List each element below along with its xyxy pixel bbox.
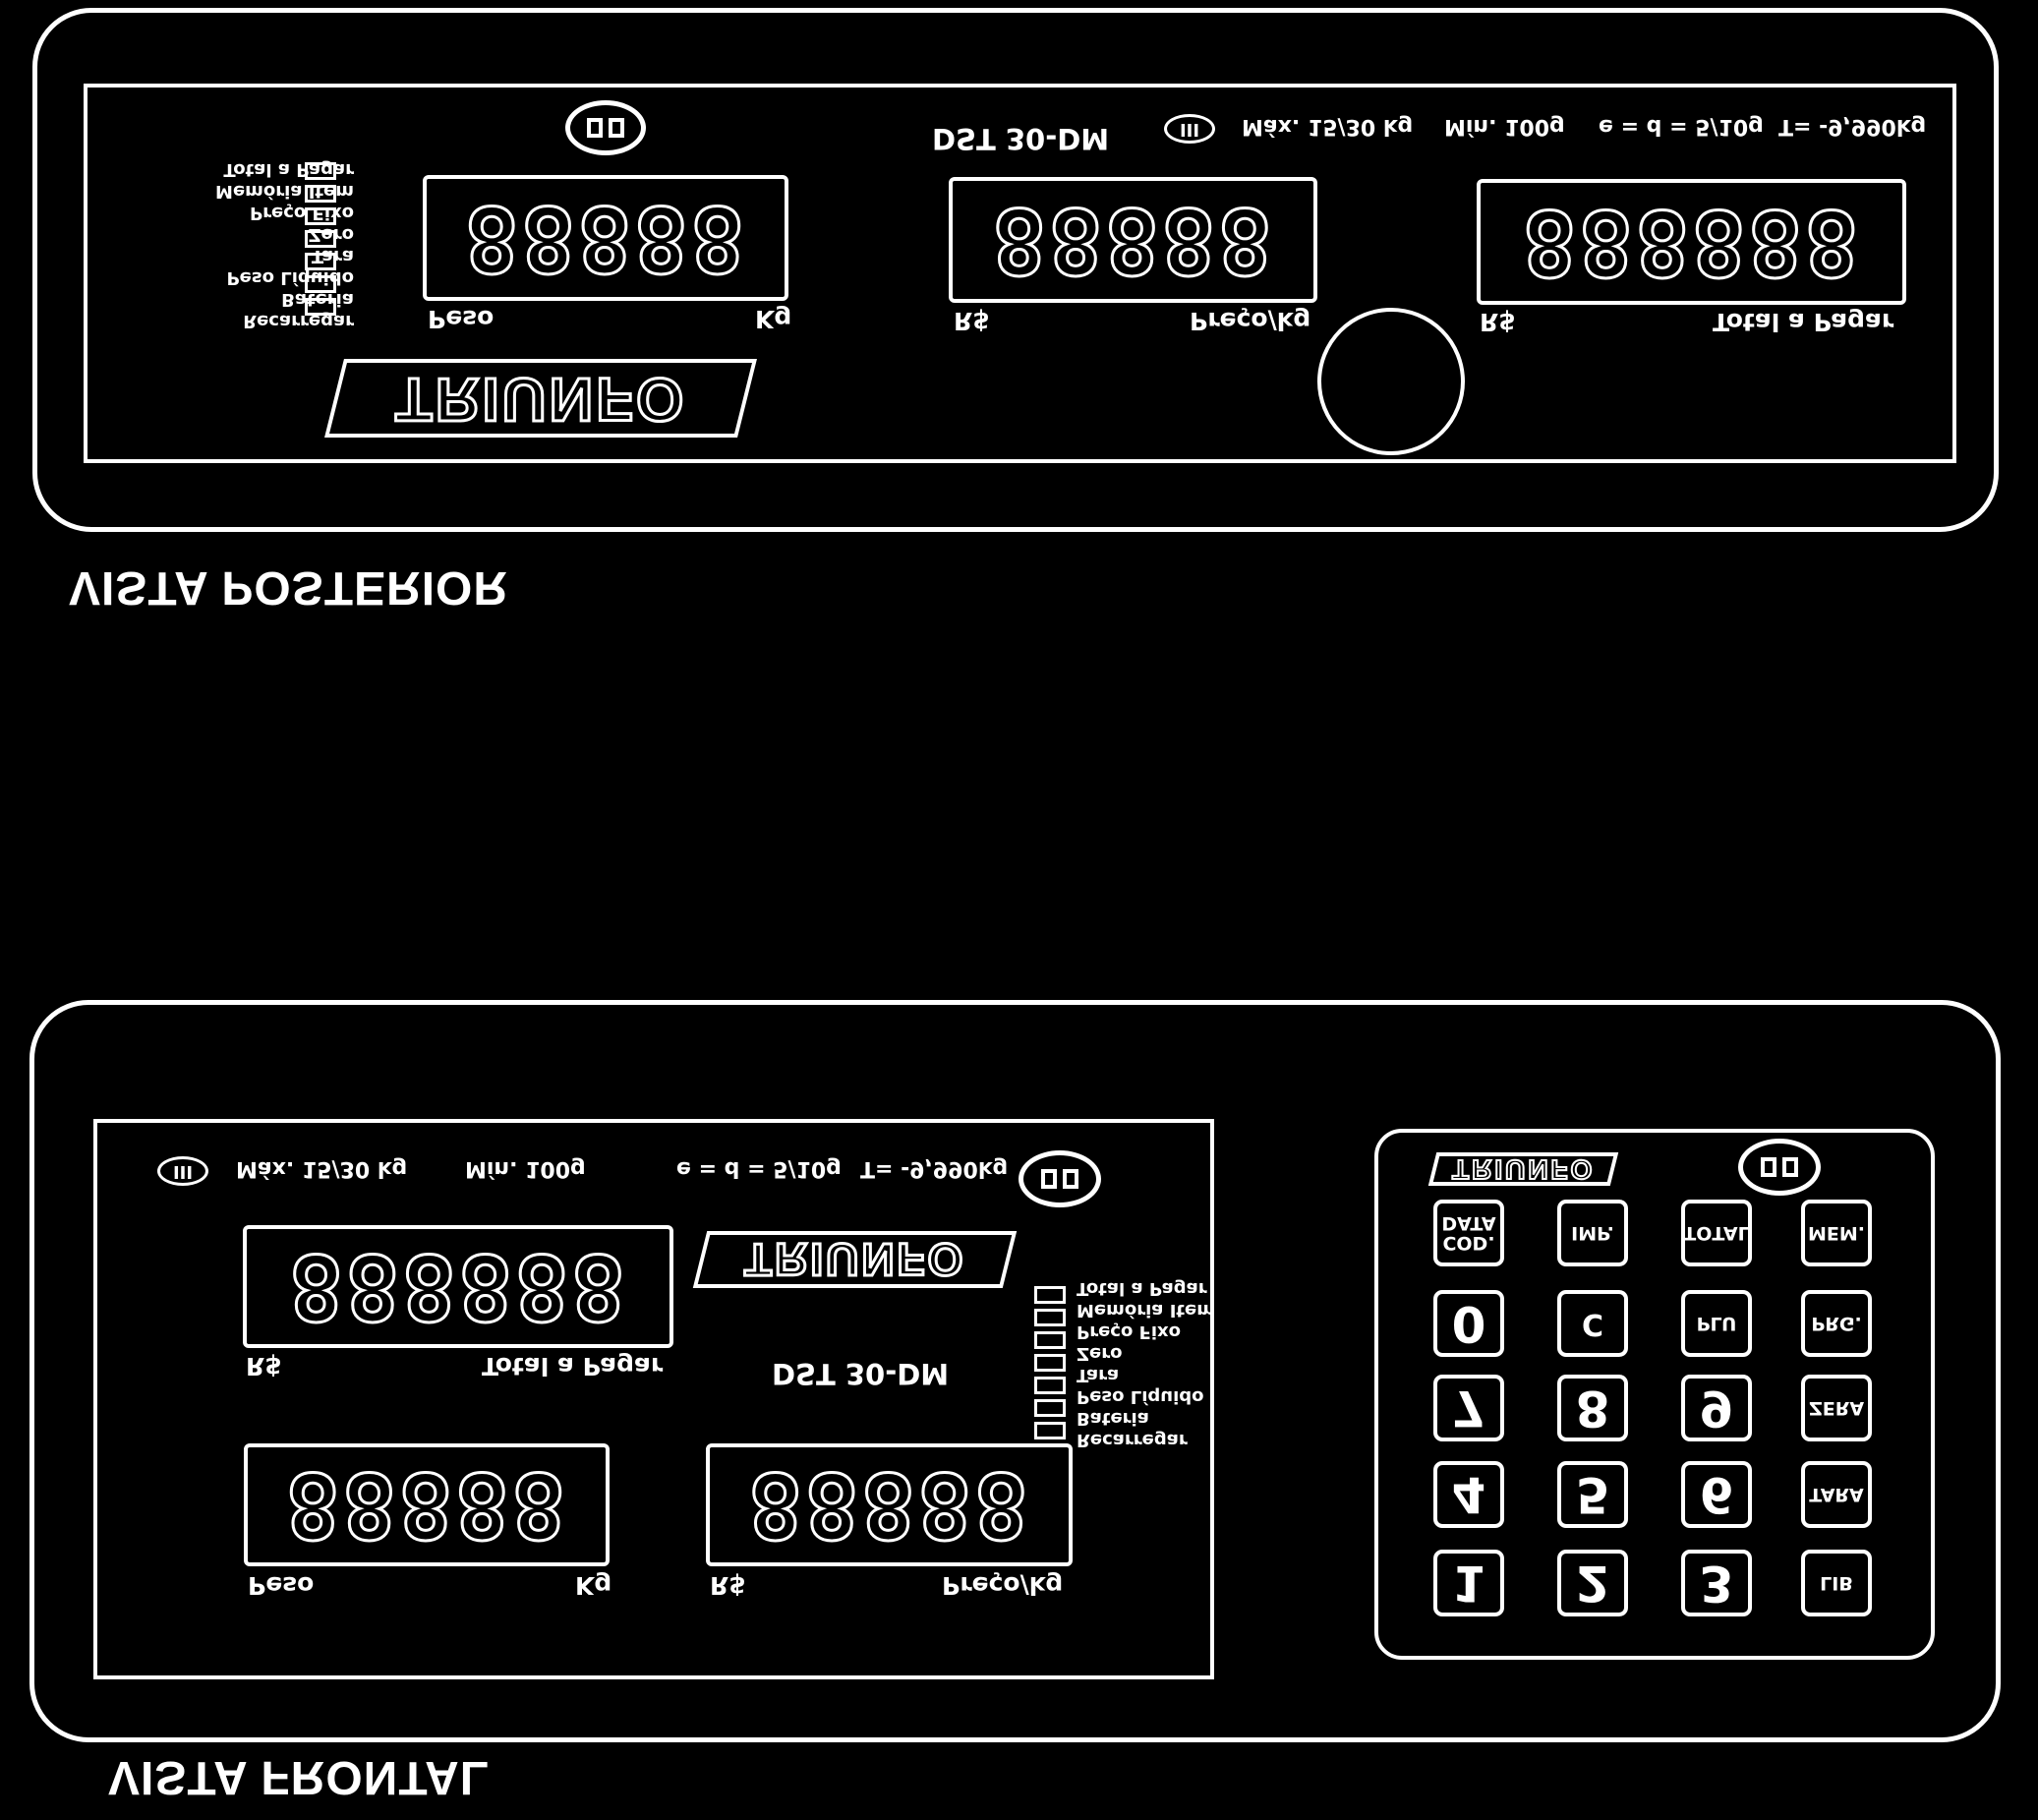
digit-6-key[interactable]: 6 — [1681, 1461, 1752, 1528]
accuracy-class-mark: III — [157, 1156, 208, 1186]
digit-7-key[interactable]: 7 — [1433, 1375, 1504, 1441]
indicator-led — [1034, 1354, 1066, 1372]
rear-brand-logo: TRIUNFO — [324, 359, 757, 438]
indicator-led — [305, 275, 336, 293]
keypad-brand-logo: TRIUNFO — [1427, 1152, 1619, 1186]
digit-0-key[interactable]: 0 — [1433, 1290, 1504, 1357]
clear-key[interactable]: C — [1557, 1290, 1628, 1357]
price-unit: Preço/kg — [1190, 307, 1311, 335]
certification-seal-icon — [1738, 1139, 1821, 1196]
division: e = d = 5/10g — [676, 1156, 842, 1181]
lib-key[interactable]: LIB — [1801, 1550, 1872, 1616]
indicator-label: Recarregar — [243, 311, 354, 331]
indicator-led — [1034, 1422, 1066, 1439]
indicator-led — [305, 230, 336, 248]
indicator-label: Memória Item — [1077, 1300, 1215, 1321]
max-capacity: Máx. 15/30 kg — [236, 1156, 408, 1181]
front-view-title: VISTA FRONTAL — [108, 1751, 491, 1803]
division: e = d = 5/10g — [1599, 114, 1764, 139]
price-currency: R$ — [954, 307, 990, 335]
digit-2-key[interactable]: 2 — [1557, 1550, 1628, 1616]
front-brand-logo: TRIUNFO — [692, 1231, 1018, 1288]
indicator-led — [1034, 1286, 1066, 1304]
max-capacity: Máx. 15/30 kg — [1242, 114, 1414, 139]
weight-unit: Kg — [575, 1571, 612, 1600]
digit-8-key[interactable]: 8 — [1557, 1375, 1628, 1441]
model-label: DST 30-DM — [932, 122, 1110, 155]
min-capacity: Mín. 100g — [1444, 114, 1565, 139]
rear-panel — [32, 8, 1999, 532]
digit-5-key[interactable]: 5 — [1557, 1461, 1628, 1528]
indicator-led — [305, 207, 336, 225]
indicator-led — [1034, 1377, 1066, 1394]
indicator-label: Tara — [1077, 1365, 1120, 1385]
indicator-led — [1034, 1331, 1066, 1349]
keypad-panel — [1374, 1129, 1935, 1660]
rear-price-display: 88888 — [949, 177, 1317, 303]
total-label: Total a Pagar — [482, 1352, 664, 1380]
front-display-area — [93, 1119, 1214, 1679]
certification-seal-icon — [1019, 1150, 1101, 1207]
tare-limit: T= -9,990kg — [1778, 114, 1927, 139]
weight-unit: Kg — [755, 305, 792, 333]
rear-view-title: VISTA POSTERIOR — [69, 561, 509, 614]
front-total-display: 888888 — [243, 1225, 673, 1348]
rear-total-display: 888888 — [1477, 179, 1906, 305]
indicator-label: Peso Líquido — [1077, 1386, 1204, 1407]
weight-label: Peso — [428, 305, 495, 333]
indicator-led — [305, 185, 336, 203]
zera-key[interactable]: ZERA — [1801, 1375, 1872, 1441]
digit-9-key[interactable]: 9 — [1681, 1375, 1752, 1441]
total-label: Total a Pagar — [1713, 308, 1894, 336]
indicator-label: Total a Pagar — [1077, 1278, 1207, 1299]
indicator-label: Preço Fixo — [1077, 1321, 1182, 1342]
min-capacity: Mín. 100g — [465, 1156, 586, 1181]
indicator-label: Bateria — [1077, 1408, 1149, 1429]
indicator-led — [305, 253, 336, 270]
cod-data-key[interactable]: COD. DATA — [1433, 1200, 1504, 1266]
front-panel — [29, 1000, 2001, 1742]
mem-key[interactable]: MEM. — [1801, 1200, 1872, 1266]
indicator-label: Zero — [1077, 1343, 1123, 1364]
indicator-led — [305, 162, 336, 180]
price-unit: Preço/kg — [942, 1571, 1064, 1600]
total-currency: R$ — [246, 1352, 282, 1380]
total-key[interactable]: TOTAL — [1681, 1200, 1752, 1266]
rear-display-area — [84, 84, 1956, 463]
indicator-label: Preço Fixo — [249, 203, 354, 223]
certification-seal-icon — [565, 100, 646, 155]
front-weight-display: 88888 — [244, 1443, 610, 1566]
price-currency: R$ — [710, 1571, 746, 1600]
rear-sensor-circle — [1317, 308, 1465, 455]
model-label: DST 30-DM — [772, 1357, 950, 1390]
total-currency: R$ — [1480, 308, 1516, 336]
imp-key[interactable]: IMP. — [1557, 1200, 1628, 1266]
plu-key[interactable]: PLU — [1681, 1290, 1752, 1357]
digit-4-key[interactable]: 4 — [1433, 1461, 1504, 1528]
front-price-display: 88888 — [706, 1443, 1073, 1566]
indicator-led — [1034, 1309, 1066, 1326]
digit-1-key[interactable]: 1 — [1433, 1550, 1504, 1616]
prg-key[interactable]: PRG. — [1801, 1290, 1872, 1357]
accuracy-class-mark: III — [1164, 114, 1215, 144]
digit-3-key[interactable]: 3 — [1681, 1550, 1752, 1616]
indicator-led — [1034, 1399, 1066, 1417]
tare-limit: T= -9,990kg — [860, 1156, 1009, 1181]
indicator-led — [305, 298, 336, 316]
weight-label: Peso — [248, 1571, 315, 1600]
indicator-label: Recarregar — [1077, 1430, 1188, 1450]
rear-weight-display: 88888 — [423, 175, 788, 301]
tara-key[interactable]: TARA — [1801, 1461, 1872, 1528]
